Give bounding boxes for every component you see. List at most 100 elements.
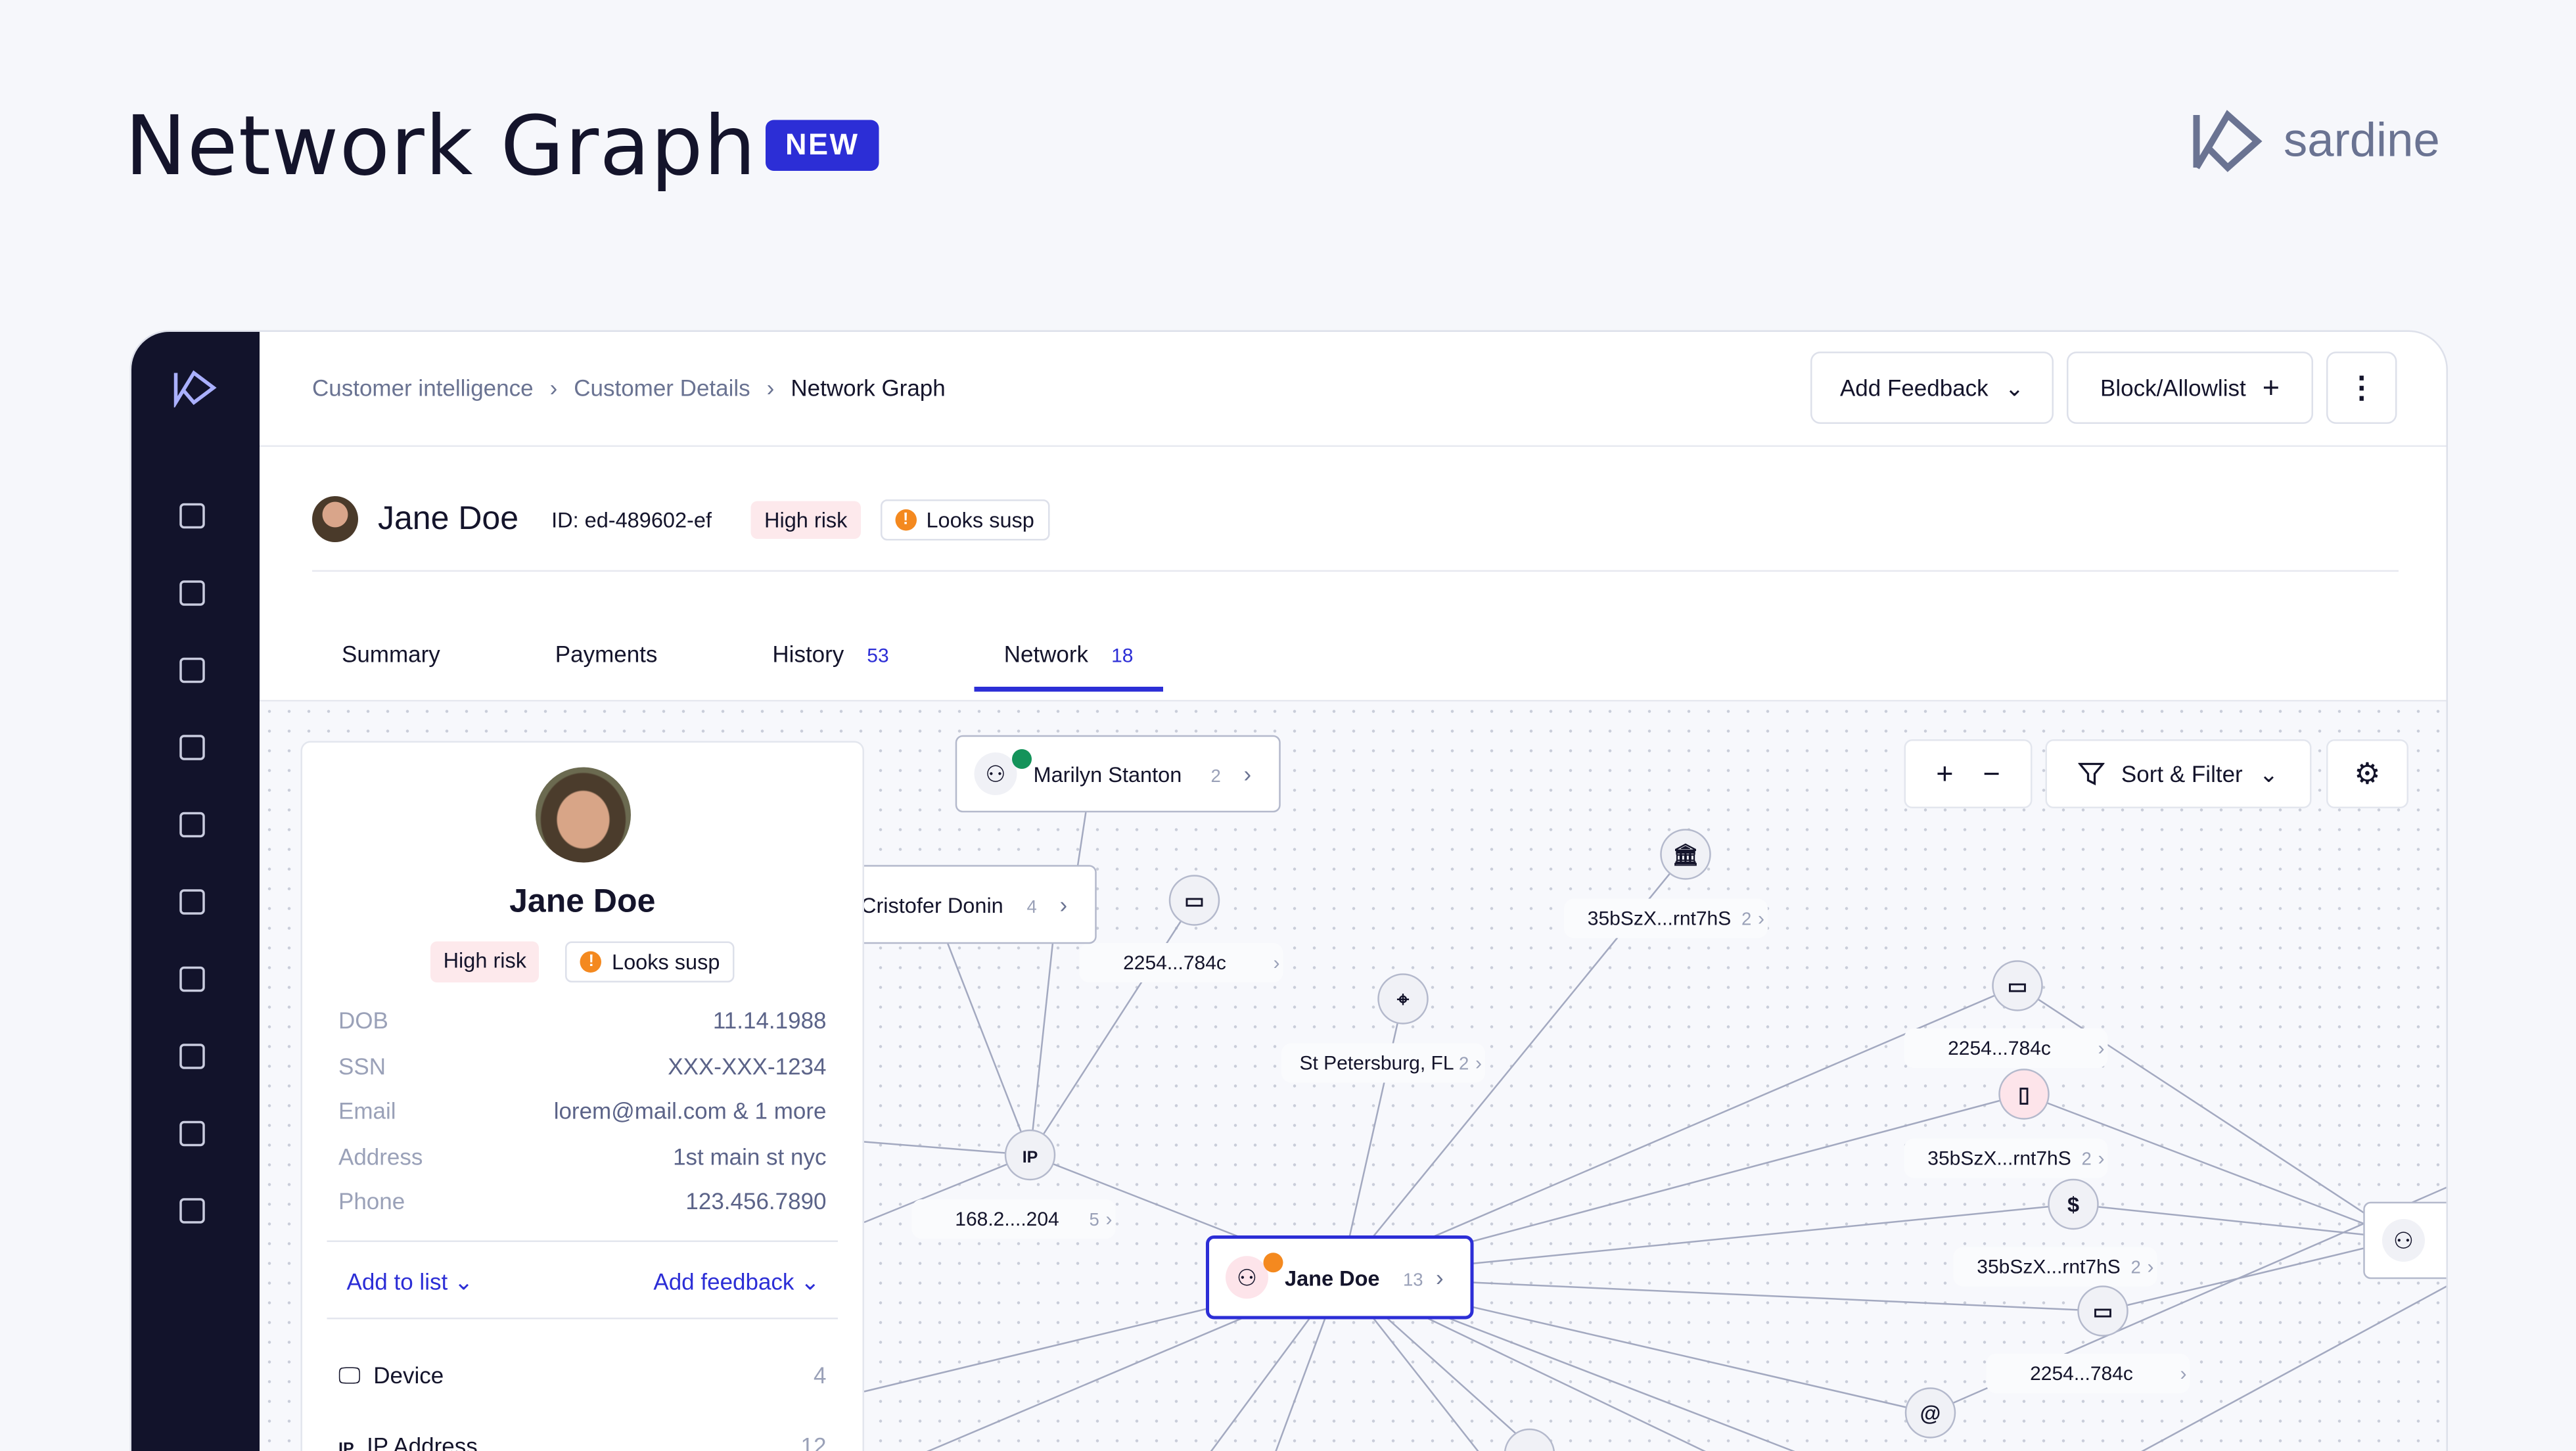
breadcrumb-item[interactable]: Customer Details bbox=[574, 375, 750, 401]
dollar-node[interactable]: $ bbox=[2048, 1178, 2099, 1230]
IP-node[interactable]: IP bbox=[1004, 1129, 1056, 1181]
flag-badge: !Looks susp bbox=[880, 498, 1049, 540]
person-name: Marilyn Stanton bbox=[1034, 763, 1182, 787]
warning-icon: ! bbox=[894, 508, 917, 530]
node-label-text: 168.2....204 bbox=[955, 1209, 1059, 1230]
sort-filter-label: Sort & Filter bbox=[2121, 760, 2243, 787]
node-count: 2 bbox=[1459, 1053, 1469, 1074]
divider bbox=[327, 1240, 838, 1242]
sidebar-item-check-flow[interactable] bbox=[176, 1117, 212, 1153]
at-node[interactable]: @ bbox=[1904, 1387, 1956, 1439]
tab-label: Payments bbox=[555, 641, 658, 667]
graph-edge bbox=[2073, 1203, 2404, 1240]
block-allowlist-label: Block/Allowlist bbox=[2100, 375, 2246, 401]
node-label[interactable]: 2254...784c› bbox=[1079, 943, 1283, 982]
block-allowlist-button[interactable]: Block/Allowlist+ bbox=[2067, 352, 2313, 424]
tab-payments[interactable]: Payments bbox=[526, 641, 687, 692]
graph-edge bbox=[2141, 1285, 2447, 1451]
node-count: 2 bbox=[1741, 909, 1751, 929]
chevron-right-icon: › bbox=[1758, 908, 1764, 930]
customer-header: Jane Doe ID: ed-489602-ef High risk !Loo… bbox=[312, 496, 1049, 542]
graph-edge bbox=[863, 1154, 1030, 1224]
chevron-right-icon: › bbox=[2148, 1256, 2154, 1278]
brand-logo: sardine bbox=[2192, 108, 2440, 174]
person-name: Jane Doe bbox=[1285, 1266, 1380, 1290]
app-window: Customer intelligence › Customer Details ›… bbox=[129, 330, 2448, 1451]
laptop-node[interactable]: ▭ bbox=[1992, 960, 2043, 1011]
node-label-text: 2254...784c bbox=[1123, 952, 1226, 974]
tab-summary[interactable]: Summary bbox=[312, 641, 470, 692]
add-feedback-link[interactable]: Add feedback ⌄ bbox=[653, 1268, 820, 1295]
laptop-node[interactable]: ▭ bbox=[1168, 875, 1220, 926]
laptop-icon: ▭ bbox=[2008, 974, 2028, 998]
graph-edge bbox=[2023, 1093, 2404, 1240]
user-icon: ⚇ bbox=[985, 762, 1005, 787]
add-to-list-button[interactable]: Add to list ⌄ bbox=[346, 1268, 474, 1295]
ip-icon: IP bbox=[338, 1440, 354, 1451]
sidebar-item-user-off[interactable] bbox=[176, 963, 212, 999]
node-label[interactable]: 2254...784c› bbox=[1904, 1028, 2108, 1068]
location-node[interactable]: ⌖ bbox=[1377, 973, 1429, 1025]
bank-node[interactable]: 🏛 bbox=[1660, 829, 1711, 880]
settings-button[interactable]: ⚙ bbox=[2326, 739, 2408, 808]
more-menu-button[interactable]: ⋮ bbox=[2326, 352, 2397, 424]
sort-filter-button[interactable]: Sort & Filter⌄ bbox=[2045, 739, 2312, 808]
node-label-text: 35bSzX...rnt7hS bbox=[1977, 1256, 2120, 1278]
person-name: Cristofer Donin bbox=[861, 894, 1003, 917]
chevron-down-icon: ⌄ bbox=[2004, 373, 2025, 400]
zoom-out-button[interactable]: − bbox=[1983, 756, 2000, 790]
laptop-node[interactable]: ▭ bbox=[2077, 1285, 2128, 1337]
apps-icon bbox=[179, 1198, 205, 1224]
divider bbox=[312, 570, 2399, 572]
add-feedback-button[interactable]: Add Feedback⌄ bbox=[1810, 352, 2054, 424]
person-node[interactable]: ⚇ bbox=[2363, 1201, 2449, 1279]
zoom-controls: +− bbox=[1904, 739, 2033, 808]
chevron-right-icon: › bbox=[2098, 1148, 2105, 1170]
graph-edge bbox=[2102, 1237, 2404, 1312]
sidebar-item-apps[interactable] bbox=[176, 1195, 212, 1231]
sidebar-item-dashboard[interactable] bbox=[176, 499, 212, 536]
app-logo-icon[interactable] bbox=[171, 368, 220, 407]
warning-icon: ! bbox=[580, 951, 603, 973]
lock-icon bbox=[179, 735, 205, 760]
node-label-text: 35bSzX...rnt7hS bbox=[1927, 1148, 2071, 1170]
phone-icon: ▯ bbox=[2018, 1082, 2030, 1106]
sidebar-item-lock[interactable] bbox=[176, 731, 212, 768]
sidebar-item-hierarchy[interactable] bbox=[176, 886, 212, 922]
gear-icon: ⚙ bbox=[2354, 756, 2381, 790]
zoom-in-button[interactable]: + bbox=[1936, 756, 1954, 790]
sidebar-item-id-card[interactable] bbox=[176, 654, 212, 690]
sidebar-item-customers[interactable] bbox=[176, 577, 212, 613]
graph-edge bbox=[1076, 811, 1087, 866]
warning-icon bbox=[1263, 1253, 1283, 1273]
graph-edge bbox=[2017, 984, 2404, 1240]
person-count: 2 bbox=[1211, 766, 1221, 786]
phone-node[interactable]: ▯ bbox=[1998, 1069, 2050, 1120]
breadcrumb-item[interactable]: Customer intelligence bbox=[312, 375, 534, 401]
node-label-text: 2254...784c bbox=[1948, 1038, 2051, 1059]
sidebar-item-analytics[interactable] bbox=[176, 808, 212, 844]
laptop-node[interactable] bbox=[1504, 1428, 1555, 1451]
at-icon: @ bbox=[1920, 1401, 1941, 1425]
chevron-right-icon: › bbox=[1106, 1209, 1113, 1230]
sidebar-item-monitor-plus[interactable] bbox=[176, 1040, 212, 1076]
node-label[interactable]: 2254...784c› bbox=[1986, 1354, 2190, 1393]
chevron-right-icon: › bbox=[766, 375, 775, 401]
